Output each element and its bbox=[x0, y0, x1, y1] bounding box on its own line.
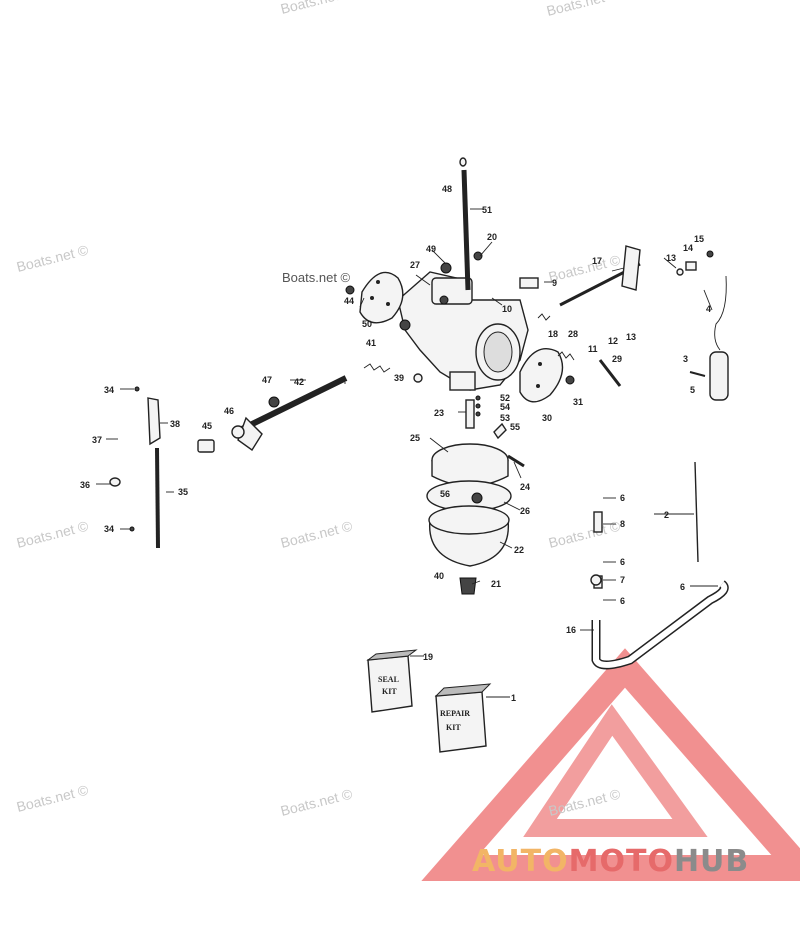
callout-label: 23 bbox=[434, 408, 444, 418]
callout-labels: 1 2 3 4 5 6 6 6 6 7 8 9 10 11 12 13 13 1… bbox=[80, 184, 711, 703]
fuel-linkage-17 bbox=[559, 245, 714, 307]
watermark: Boats.net © bbox=[279, 785, 355, 818]
cover-plate-50 bbox=[359, 271, 404, 324]
callout-label: 56 bbox=[440, 489, 450, 499]
watermark: Boats.net © bbox=[545, 0, 621, 19]
callout-label: 17 bbox=[592, 256, 602, 266]
callout-label: 18 bbox=[548, 329, 558, 339]
callout-label: 31 bbox=[573, 397, 583, 407]
choke-rod bbox=[109, 386, 161, 549]
callout-label: 6 bbox=[620, 493, 625, 503]
callout-label: 7 bbox=[620, 575, 625, 585]
leader-lines bbox=[96, 178, 718, 698]
float-bowl bbox=[426, 399, 512, 595]
fuel-line-16 bbox=[591, 461, 729, 670]
callout-label: 53 bbox=[500, 413, 510, 423]
callout-label: 48 bbox=[442, 184, 452, 194]
svg-text:REPAIR: REPAIR bbox=[440, 709, 470, 718]
callout-label: 35 bbox=[178, 487, 188, 497]
callout-label: 45 bbox=[202, 421, 212, 431]
callout-label: 15 bbox=[694, 234, 704, 244]
callout-label: 40 bbox=[434, 571, 444, 581]
seal-kit-box: SEAL KIT bbox=[366, 649, 418, 713]
watermark: Boats.net © bbox=[15, 781, 91, 814]
callout-label: 14 bbox=[683, 243, 693, 253]
callout-label: 30 bbox=[542, 413, 552, 423]
cover-plate-30 bbox=[519, 348, 564, 403]
callout-label: 24 bbox=[520, 482, 530, 492]
watermark: Boats.net © bbox=[279, 517, 355, 550]
callout-label: 26 bbox=[520, 506, 530, 516]
callout-label: 21 bbox=[491, 579, 501, 589]
callout-label: 47 bbox=[262, 375, 272, 385]
svg-text:KIT: KIT bbox=[446, 723, 461, 732]
callout-label: 11 bbox=[588, 344, 598, 354]
callout-label: 20 bbox=[487, 232, 497, 242]
callout-label: 27 bbox=[410, 260, 420, 270]
callout-label: 1 bbox=[511, 693, 516, 703]
carburetor-body bbox=[397, 271, 529, 391]
callout-label: 44 bbox=[344, 296, 354, 306]
watermark: Boats.net © bbox=[282, 270, 351, 285]
watermark: Boats.net © bbox=[279, 0, 355, 17]
callout-label: 50 bbox=[362, 319, 372, 329]
watermark: Boats.net © bbox=[547, 517, 623, 550]
callout-label: 2 bbox=[664, 510, 669, 520]
callout-label: 12 bbox=[608, 336, 618, 346]
callout-label: 19 bbox=[423, 652, 433, 662]
callout-label: 29 bbox=[612, 354, 622, 364]
callout-label: 28 bbox=[568, 329, 578, 339]
watermark: Boats.net © bbox=[15, 517, 91, 550]
callout-label: 5 bbox=[690, 385, 695, 395]
callout-label: 34 bbox=[104, 385, 114, 395]
callout-label: 55 bbox=[510, 422, 520, 432]
svg-text:KIT: KIT bbox=[382, 687, 397, 696]
brand-moto-text: MOTO bbox=[568, 844, 674, 879]
small-parts bbox=[345, 251, 622, 586]
throttle-shaft bbox=[197, 375, 348, 453]
filter-assembly bbox=[689, 275, 729, 401]
automotohub-logo-mark bbox=[421, 648, 800, 881]
callout-label: 54 bbox=[500, 402, 510, 412]
callout-label: 41 bbox=[366, 338, 376, 348]
callout-label: 52 bbox=[500, 393, 510, 403]
repair-kit-box: REPAIR KIT bbox=[434, 683, 492, 753]
callout-label: 6 bbox=[620, 557, 625, 567]
callout-label: 6 bbox=[680, 582, 685, 592]
watermarks: Boats.net © Boats.net © Boats.net © Boat… bbox=[15, 0, 623, 819]
callout-label: 36 bbox=[80, 480, 90, 490]
callout-label: 10 bbox=[502, 304, 512, 314]
callout-label: 38 bbox=[170, 419, 180, 429]
needle-assembly bbox=[459, 157, 471, 291]
callout-label: 16 bbox=[566, 625, 576, 635]
watermark: Boats.net © bbox=[15, 241, 91, 274]
callout-label: 6 bbox=[620, 596, 625, 606]
callout-label: 34 bbox=[104, 524, 114, 534]
brand-hub-text: HUB bbox=[673, 844, 750, 879]
callout-label: 9 bbox=[552, 278, 557, 288]
callout-label: 22 bbox=[514, 545, 524, 555]
callout-label: 13 bbox=[626, 332, 636, 342]
callout-label: 3 bbox=[683, 354, 688, 364]
callout-label: 4 bbox=[706, 304, 711, 314]
callout-label: 49 bbox=[426, 244, 436, 254]
callout-label: 13 bbox=[666, 253, 676, 263]
automotohub-wordmark: AUTOMOTOHUB bbox=[472, 842, 800, 882]
callout-label: 25 bbox=[410, 433, 420, 443]
callout-label: 42 bbox=[294, 377, 304, 387]
callout-label: 8 bbox=[620, 519, 625, 529]
brand-auto-text: AUTO bbox=[472, 844, 569, 879]
callout-label: 39 bbox=[394, 373, 404, 383]
callout-label: 37 bbox=[92, 435, 102, 445]
callout-label: 46 bbox=[224, 406, 234, 416]
svg-text:SEAL: SEAL bbox=[378, 675, 399, 684]
callout-label: 51 bbox=[482, 205, 492, 215]
